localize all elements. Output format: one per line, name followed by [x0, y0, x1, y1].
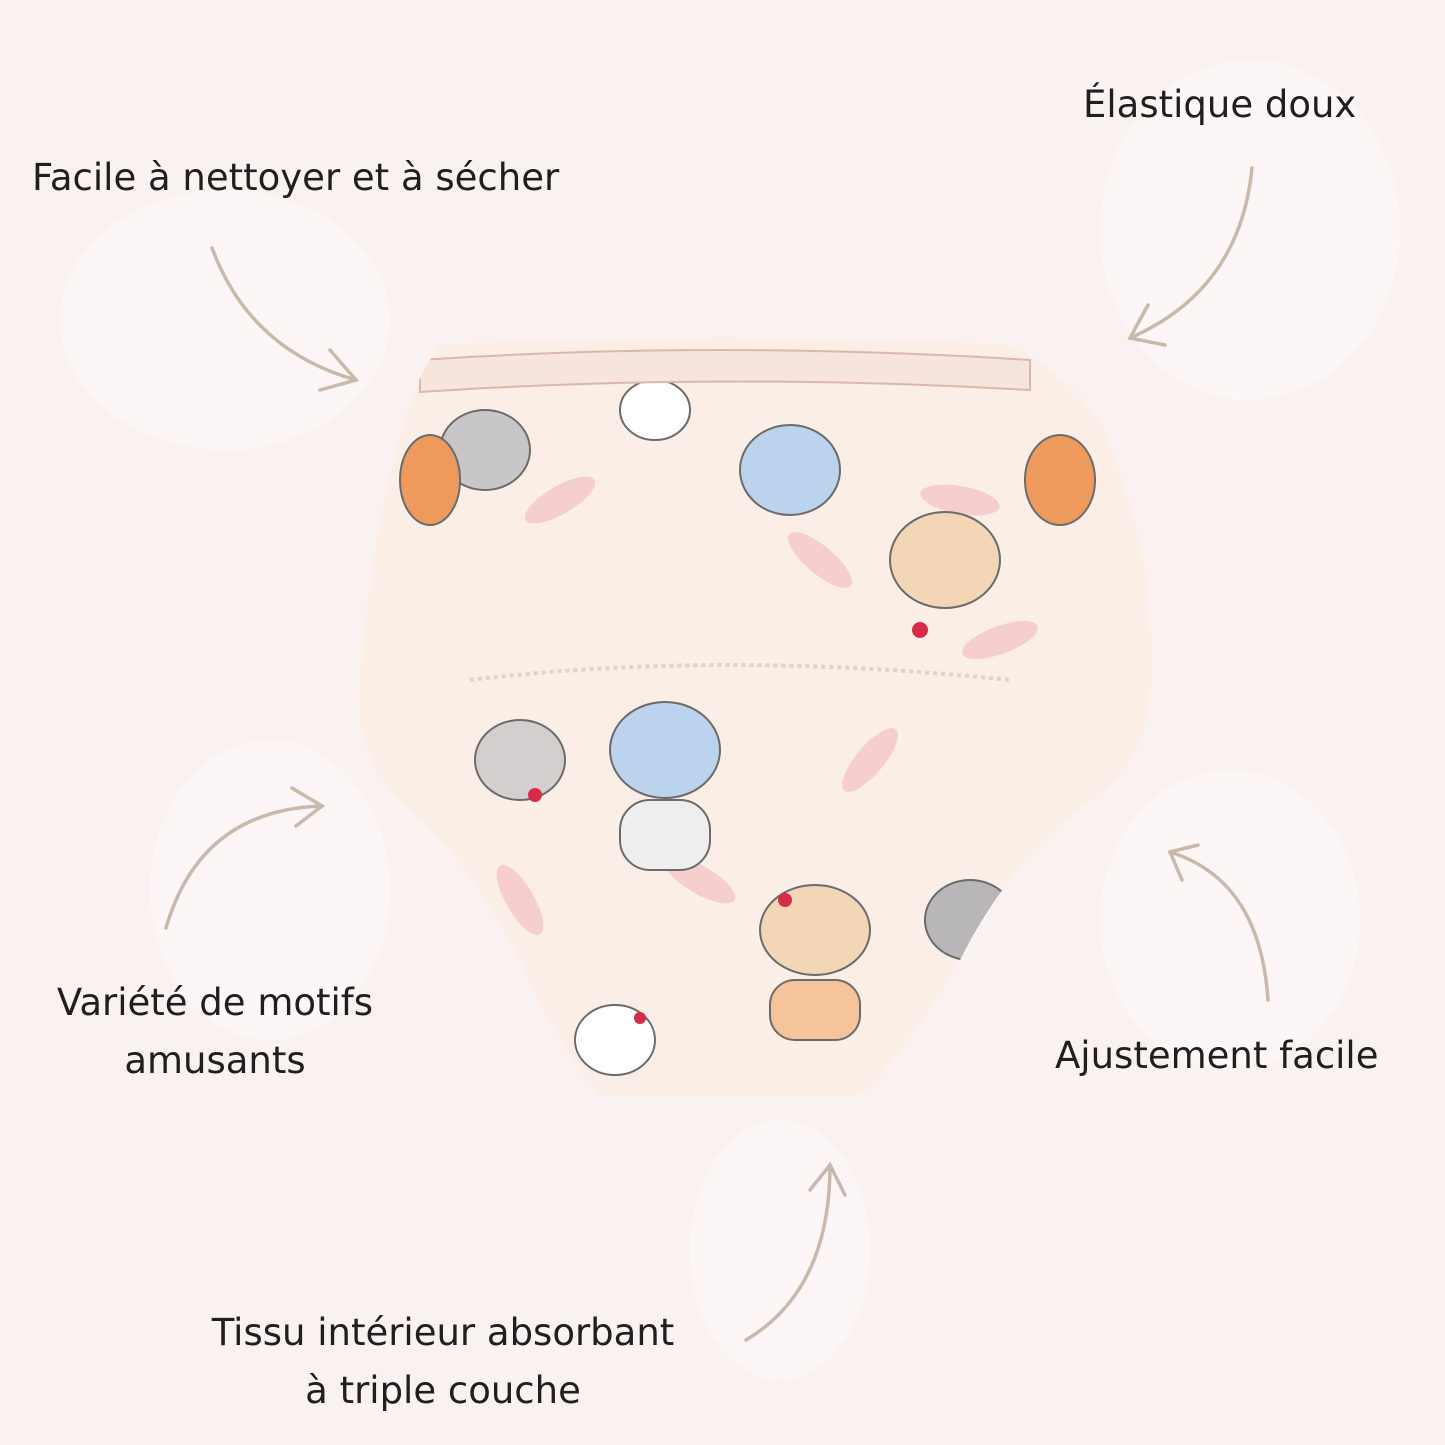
background-blob: [60, 190, 390, 450]
training-pants-image: [359, 337, 1152, 1095]
background-blob: [690, 1120, 870, 1380]
arrow-soft-elastic: [1127, 166, 1254, 347]
arrow-easy-fit: [1167, 843, 1270, 1002]
feature-soft-elastic: Élastique doux: [1083, 83, 1357, 126]
arrow-easy-clean: [210, 246, 360, 392]
feature-patterns-line1: Variété de motifs: [56, 981, 374, 1024]
feature-absorbent-line1: Tissu intérieur absorbant: [211, 1311, 675, 1354]
background-blob: [150, 740, 390, 1040]
feature-patterns: Variété de motifs amusants: [15, 974, 415, 1090]
background-blob: [1100, 770, 1360, 1070]
feature-absorbent-line2: à triple couche: [305, 1369, 581, 1412]
arrow-absorbent: [744, 1161, 847, 1342]
feature-absorbent: Tissu intérieur absorbant à triple couch…: [143, 1304, 743, 1420]
arrow-patterns: [164, 786, 326, 930]
feature-easy-clean: Facile à nettoyer et à sécher: [32, 156, 560, 199]
feature-patterns-line2: amusants: [124, 1039, 306, 1082]
arrows: [164, 166, 1270, 1342]
feature-easy-fit: Ajustement facile: [1055, 1034, 1379, 1077]
